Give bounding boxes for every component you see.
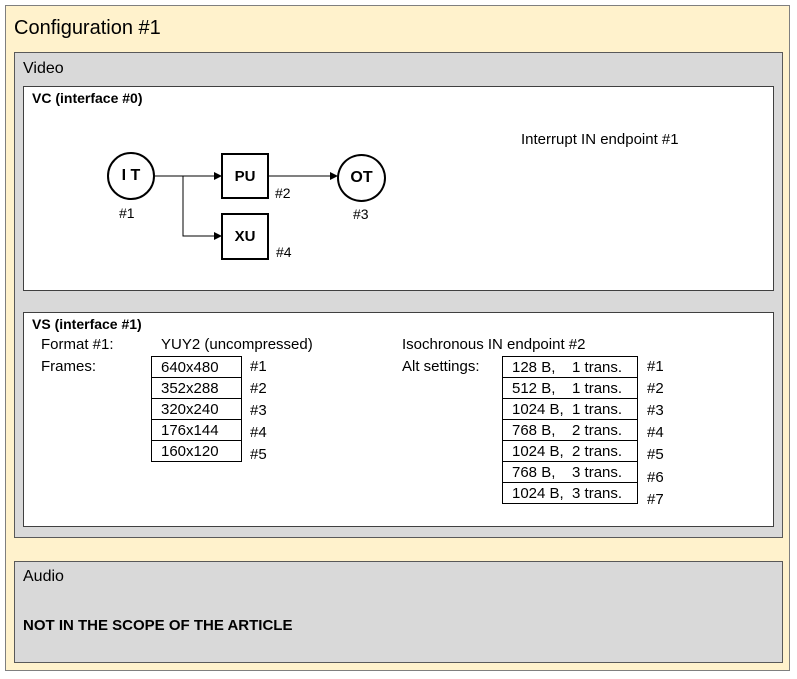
alt-setting-value: 768 B, 2 trans. (502, 419, 638, 441)
alt-setting-id: #4 (647, 424, 664, 441)
processing-unit-node: PU (221, 153, 269, 199)
audio-title: Audio (23, 568, 64, 585)
input-terminal-id: #1 (119, 205, 135, 221)
vs-interface-panel (23, 312, 774, 527)
video-title: Video (23, 60, 64, 77)
alt-setting-value: 1024 B, 1 trans. (502, 398, 638, 420)
frame-size: 352x288 (151, 377, 242, 399)
frame-size: 176x144 (151, 419, 242, 441)
alt-setting-value: 512 B, 1 trans. (502, 377, 638, 399)
frame-id: #1 (250, 358, 267, 375)
vs-interface-title: VS (interface #1) (32, 316, 142, 332)
interrupt-endpoint-label: Interrupt IN endpoint #1 (521, 131, 679, 148)
output-terminal-id: #3 (353, 206, 369, 222)
processing-unit-label: PU (234, 167, 256, 185)
alt-setting-value: 128 B, 1 trans. (502, 356, 638, 378)
alt-setting-id: #1 (647, 358, 664, 375)
frames-label: Frames: (41, 358, 97, 375)
frame-id: #3 (250, 402, 267, 419)
frame-size: 160x120 (151, 440, 242, 462)
alt-setting-id: #6 (647, 469, 664, 486)
alt-setting-id: #7 (647, 491, 664, 508)
frame-id: #2 (250, 380, 267, 397)
frame-size: 640x480 (151, 356, 242, 378)
input-terminal-node: I T (107, 152, 155, 200)
configuration-title: Configuration #1 (14, 17, 161, 39)
format-value: YUY2 (uncompressed) (161, 336, 313, 353)
output-terminal-node: OT (337, 154, 386, 202)
audio-scope-note: NOT IN THE SCOPE OF THE ARTICLE (23, 617, 293, 634)
alt-settings-label: Alt settings: (402, 358, 480, 375)
frame-size: 320x240 (151, 398, 242, 420)
frame-id: #5 (250, 446, 267, 463)
format-label: Format #1: (41, 336, 114, 353)
alt-settings-table: 128 B, 1 trans. 512 B, 1 trans. 1024 B, … (502, 356, 638, 504)
extension-unit-node: XU (221, 213, 269, 260)
frame-id: #4 (250, 424, 267, 441)
isochronous-endpoint-label: Isochronous IN endpoint #2 (402, 336, 586, 353)
alt-setting-value: 1024 B, 2 trans. (502, 440, 638, 462)
extension-unit-id: #4 (276, 244, 292, 260)
output-terminal-label: OT (350, 169, 373, 186)
arrow-it-to-xu (182, 176, 222, 240)
alt-setting-id: #5 (647, 446, 664, 463)
alt-setting-value: 1024 B, 3 trans. (502, 482, 638, 504)
audio-box (14, 561, 783, 663)
alt-setting-value: 768 B, 3 trans. (502, 461, 638, 483)
extension-unit-label: XU (234, 228, 256, 245)
input-terminal-label: I T (121, 167, 141, 184)
alt-setting-id: #2 (647, 380, 664, 397)
processing-unit-id: #2 (275, 185, 291, 201)
vc-interface-title: VC (interface #0) (32, 90, 143, 106)
alt-setting-id: #3 (647, 402, 664, 419)
frames-table: 640x480 352x288 320x240 176x144 160x120 (151, 356, 242, 462)
